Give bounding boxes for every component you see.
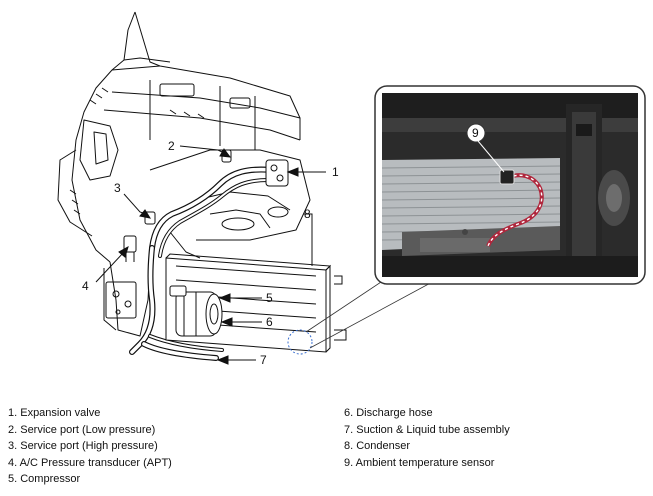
legend-item-7: 7. Suction & Liquid tube assembly <box>344 423 510 436</box>
vehicle-body-frame <box>57 11 311 337</box>
callout-6: 6 <box>266 315 273 329</box>
callout-9: 9 <box>472 126 479 140</box>
legend-item-1: 1. Expansion valve <box>8 407 101 419</box>
legend-item-5: 5. Compressor <box>8 473 81 486</box>
expansion-valve <box>265 159 289 187</box>
legend-left-column: 1. Expansion valve 2. Service port (Low … <box>8 405 172 488</box>
callout-8: 8 <box>304 207 311 221</box>
detail-circle <box>287 329 313 355</box>
legend-item-9: 9. Ambient temperature sensor <box>344 456 495 469</box>
callout-5: 5 <box>266 291 273 305</box>
legend-right-column: 6. Discharge hose 7. Suction & Liquid tu… <box>344 405 510 471</box>
callout-badge-9 <box>466 123 486 143</box>
ac-system-diagram: 1 2 3 4 5 6 7 8 9 <box>57 11 646 367</box>
callout-leader-9 <box>477 140 505 173</box>
callout-2: 2 <box>168 139 175 153</box>
detail-leader-lines <box>305 279 437 349</box>
callout-3: 3 <box>114 181 121 195</box>
refrigerant-lines <box>129 166 275 361</box>
legend-item-6: 6. Discharge hose <box>344 407 433 419</box>
callout-4: 4 <box>82 279 89 293</box>
legend-item-3: 3. Service port (High pressure) <box>8 440 158 453</box>
callout-leaders <box>95 145 326 365</box>
ambient-sensor-wire <box>486 173 544 247</box>
inset-photo <box>374 85 646 285</box>
legend-item-4: 4. A/C Pressure transducer (APT) <box>8 456 172 469</box>
ambient-sensor <box>499 169 515 185</box>
legend-item-8: 8. Condenser <box>344 440 411 453</box>
legend-item-2: 2. Service port (Low pressure) <box>8 423 156 436</box>
compressor <box>169 285 223 337</box>
callout-7: 7 <box>260 353 267 367</box>
callout-1: 1 <box>332 165 339 179</box>
